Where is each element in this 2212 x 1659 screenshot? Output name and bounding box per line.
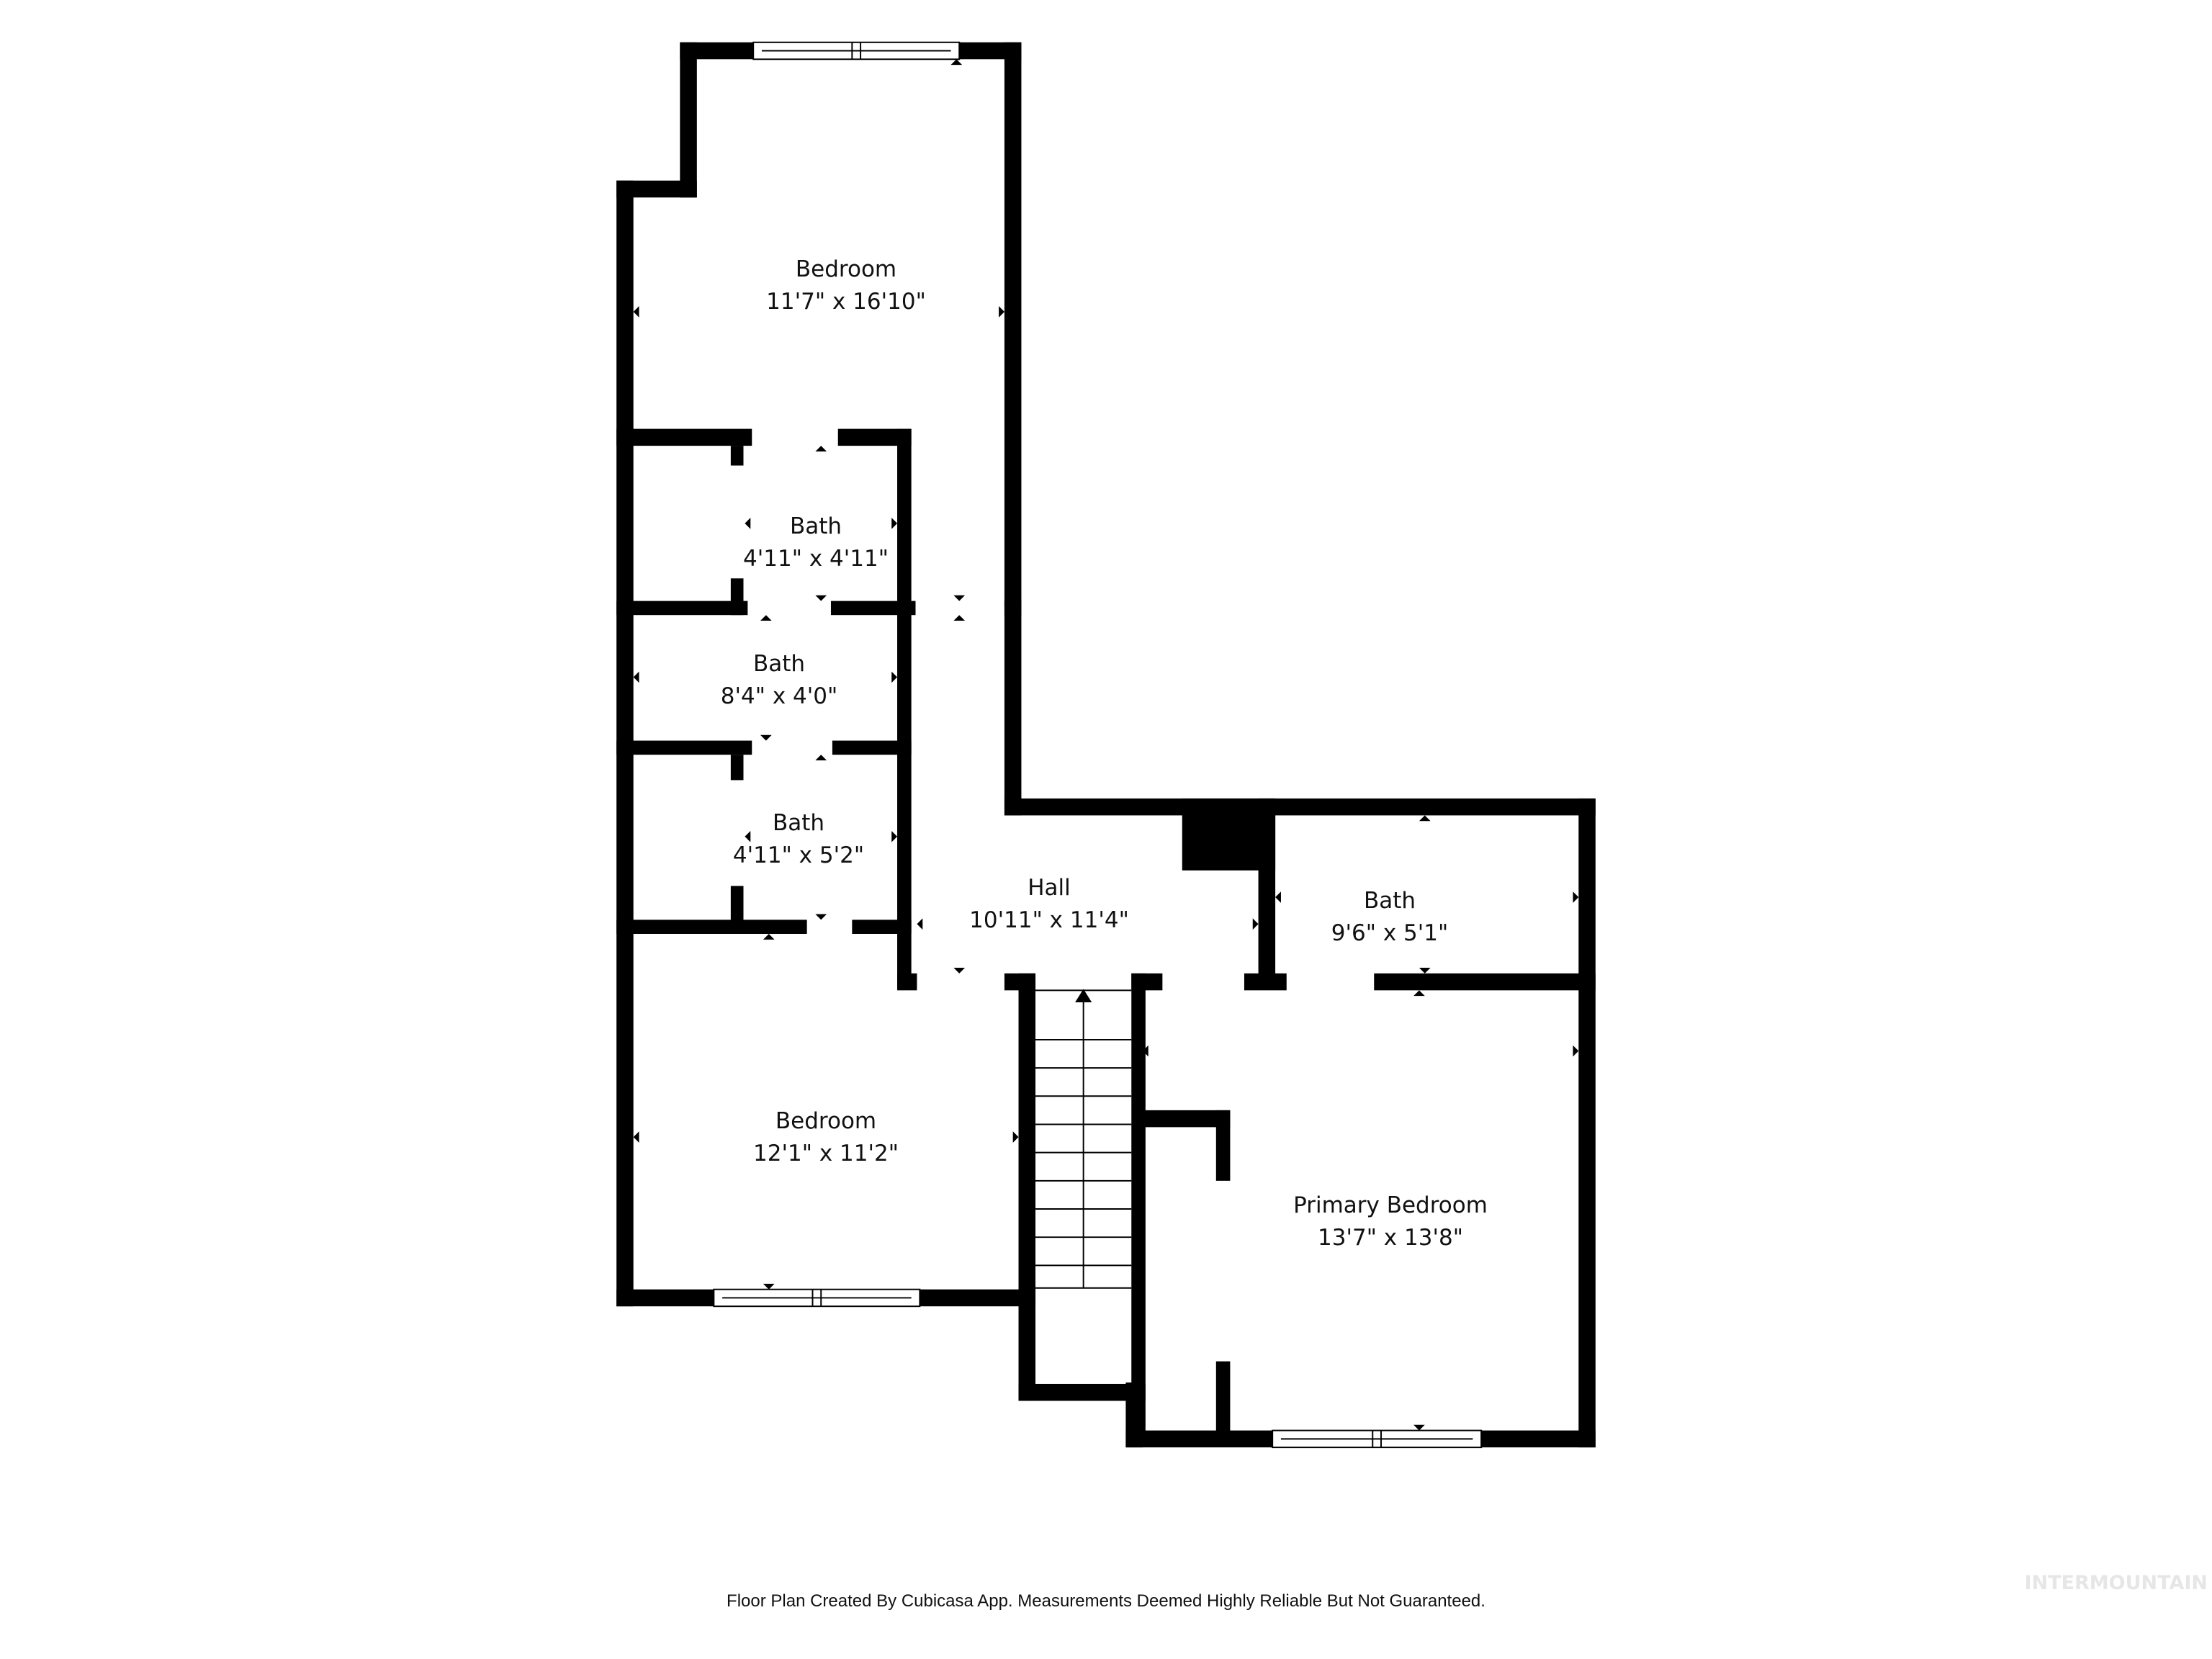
room-dimensions: 4'11" x 4'11" [743, 546, 889, 572]
room-dimensions: 8'4" x 4'0" [720, 683, 838, 709]
room-name: Bath [772, 810, 825, 837]
disclaimer-text: Floor Plan Created By Cubicasa App. Meas… [727, 1591, 1485, 1611]
room-name: Bath [752, 651, 806, 678]
room-label-bath-2: Bath 8'4" x 4'0" [721, 648, 838, 713]
room-dimensions: 13'7" x 13'8" [1318, 1225, 1463, 1251]
room-label-hall: Hall 10'11" x 11'4" [969, 872, 1129, 937]
room-label-bedroom-north: Bedroom 11'7" x 16'10" [766, 253, 926, 318]
room-dimensions: 10'11" x 11'4" [969, 907, 1129, 933]
room-dimensions: 9'6" x 5'1" [1331, 920, 1449, 946]
stairs [1035, 989, 1132, 1289]
room-label-bath-1: Bath 4'11" x 4'11" [743, 511, 889, 575]
room-name: Bedroom [795, 256, 897, 283]
room-label-primary-bedroom: Primary Bedroom 13'7" x 13'8" [1293, 1190, 1488, 1254]
room-name: Hall [1028, 875, 1071, 902]
room-dimensions: 12'1" x 11'2" [753, 1141, 899, 1166]
room-name: Bath [1363, 888, 1416, 914]
room-label-bath-primary: Bath 9'6" x 5'1" [1331, 885, 1449, 950]
room-label-bath-3: Bath 4'11" x 5'2" [733, 807, 864, 872]
room-name: Bedroom [775, 1108, 877, 1135]
room-dimensions: 11'7" x 16'10" [766, 289, 926, 315]
room-name: Bath [789, 513, 842, 540]
room-name: Primary Bedroom [1293, 1192, 1488, 1219]
watermark: INTERMOUNTAIN [2024, 1572, 2208, 1594]
windows [713, 41, 1483, 1449]
room-label-bedroom-south: Bedroom 12'1" x 11'2" [753, 1105, 899, 1170]
measurement-markers [633, 59, 1579, 1431]
stair-up-arrow-icon [1075, 989, 1092, 1002]
walls [616, 42, 1596, 1448]
room-dimensions: 4'11" x 5'2" [732, 842, 865, 868]
